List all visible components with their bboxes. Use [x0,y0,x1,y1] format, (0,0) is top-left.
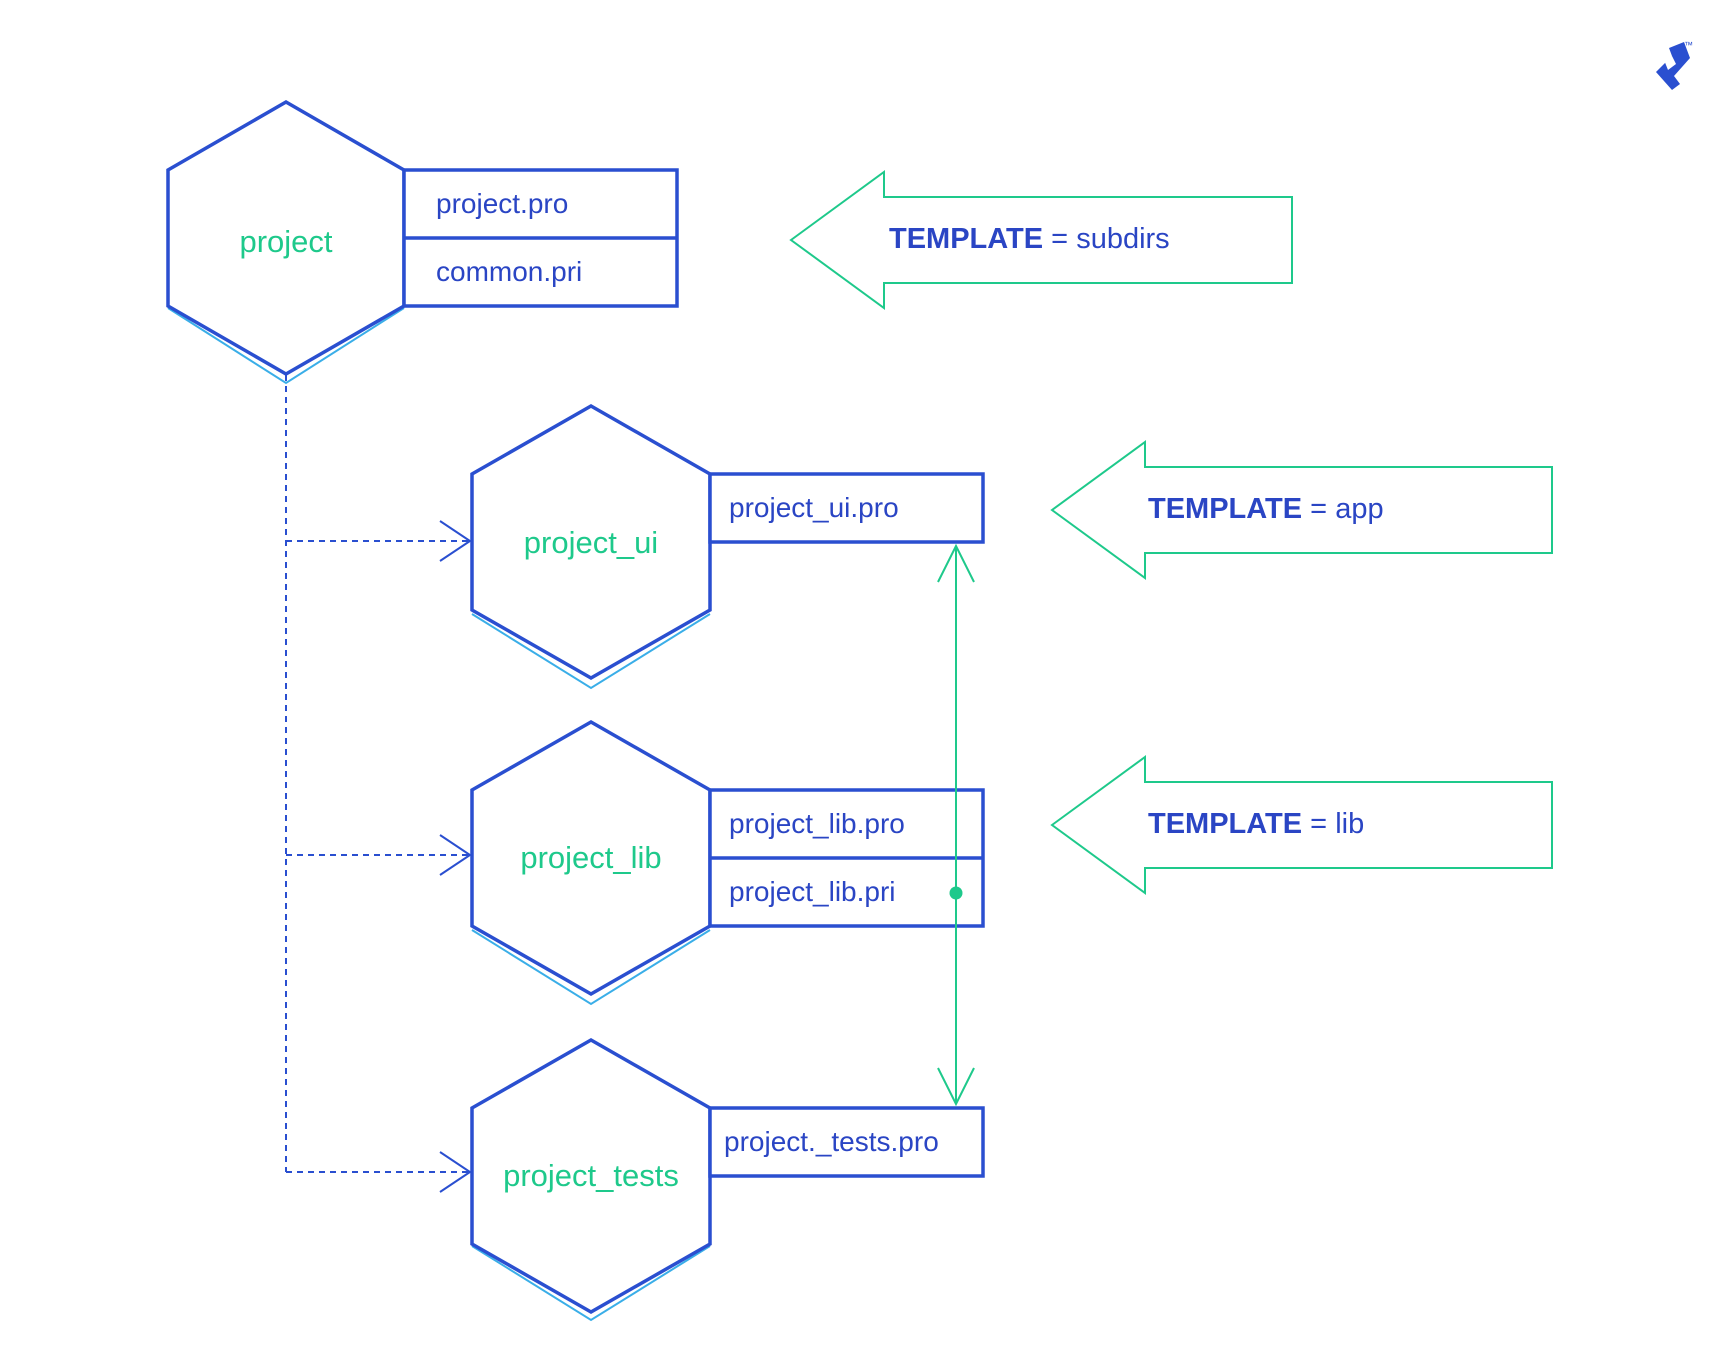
template-equals: = [1302,493,1335,525]
template-value: app [1335,493,1383,525]
file-project-pro: project.pro [436,188,568,219]
file-box [708,472,985,544]
arrowhead-project-ui [439,520,472,562]
node-project: project project.pro common.pri [166,99,679,385]
file-project-lib-pri: project_lib.pri [729,876,896,907]
template-value: subdirs [1076,223,1170,255]
node-label-project: project [239,224,332,259]
arrowhead-project-tests [439,1151,472,1193]
hexagon-shadow [471,1245,711,1322]
arrowhead-up-icon [937,543,975,583]
file-box [708,1106,985,1178]
file-project-lib-pro: project_lib.pro [729,808,905,839]
file-project-ui-pro: project_ui.pro [729,492,899,523]
hexagon-shadow [471,613,711,690]
template-arrow-subdirs: TEMPLATE = subdirs [789,170,1293,310]
node-project-lib: project_lib project_lib.pro project_lib.… [470,719,985,1006]
template-arrow-lib: TEMPLATE = lib [1050,755,1553,895]
template-key: TEMPLATE [889,223,1043,255]
template-key: TEMPLATE [1148,493,1302,525]
toptal-logo-icon: ™ [1656,40,1693,90]
include-origin-dot [949,886,963,900]
arrowhead-down-icon [937,1067,975,1107]
node-project-ui: project_ui project_ui.pro [470,403,985,690]
template-value: lib [1335,808,1364,840]
file-project-tests-pro: project._tests.pro [724,1126,939,1157]
template-equals: = [1043,223,1076,255]
template-app-text: TEMPLATE = app [1148,493,1384,525]
node-label-project-tests: project_tests [503,1158,679,1193]
template-key: TEMPLATE [1148,808,1302,840]
left-arrow-shape [789,170,1293,310]
hexagon-shadow [471,929,711,1006]
file-common-pri: common.pri [436,256,582,287]
template-arrow-app: TEMPLATE = app [1050,440,1553,580]
left-arrow-shape [1050,755,1553,895]
node-label-project-lib: project_lib [520,840,661,875]
hierarchy-connectors [285,375,472,1193]
node-label-project-ui: project_ui [524,525,658,560]
template-subdirs-text: TEMPLATE = subdirs [889,223,1170,255]
node-project-tests: project_tests project._tests.pro [470,1037,985,1322]
template-lib-text: TEMPLATE = lib [1148,808,1364,840]
hexagon-shadow [167,307,405,385]
left-arrow-shape [1050,440,1553,580]
include-connector [937,543,975,1107]
arrowhead-project-lib [439,834,472,876]
trademark-symbol: ™ [1684,40,1693,50]
template-equals: = [1302,808,1335,840]
